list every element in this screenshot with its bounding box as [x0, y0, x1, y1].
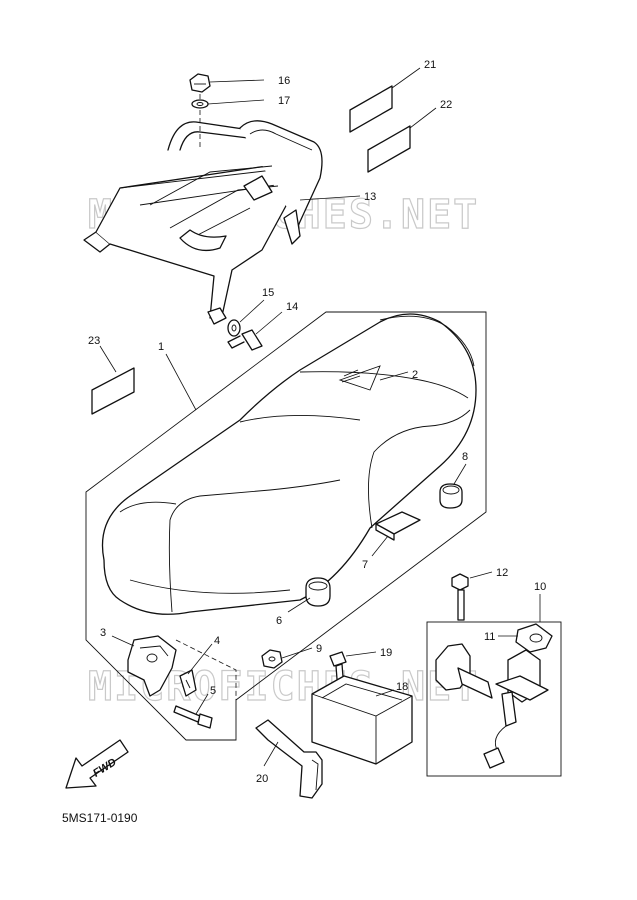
- callout-21: 21: [424, 59, 436, 71]
- pin-5: [173, 705, 213, 729]
- callout-4: 4: [214, 635, 220, 647]
- bracket-20: [255, 719, 323, 799]
- callout-7: 7: [362, 559, 368, 571]
- callout-2: 2: [412, 369, 418, 381]
- leader-lines: [99, 67, 541, 767]
- callout-10: 10: [534, 581, 546, 593]
- callout-18: 18: [396, 681, 408, 693]
- label-23: [91, 367, 135, 415]
- callout-23: 23: [88, 335, 100, 347]
- bracket-3: [127, 635, 177, 697]
- nut-16: [189, 73, 211, 93]
- callout-14: 14: [286, 301, 298, 313]
- bolt-14: [227, 329, 263, 351]
- washer-17: [191, 99, 209, 109]
- seat-lock-10: [435, 643, 549, 769]
- bracket-sub-frame: [175, 639, 237, 700]
- callout-3: 3: [100, 627, 106, 639]
- lock-cylinder-11: [515, 623, 553, 653]
- diagram-code: 5MS171-0190: [62, 811, 138, 825]
- callout-20: 20: [256, 773, 268, 785]
- callout-15: 15: [262, 287, 274, 299]
- callout-11: 11: [484, 631, 495, 643]
- label-21: [349, 85, 393, 133]
- callout-5: 5: [210, 685, 216, 697]
- lock-group-frame: [426, 621, 562, 777]
- nut-9: [261, 649, 283, 669]
- callout-8: 8: [462, 451, 468, 463]
- callout-17: 17: [278, 95, 290, 107]
- callout-22: 22: [440, 99, 452, 111]
- callout-9: 9: [316, 643, 322, 655]
- callout-numbers: 16 17 21 22 13 15 14 23 1 2 8 7 6 3 4 5 …: [88, 59, 546, 785]
- callout-13: 13: [364, 191, 376, 203]
- damper-6: [305, 577, 331, 607]
- damper-8: [439, 483, 463, 509]
- case-18: [311, 675, 413, 765]
- callout-16: 16: [278, 75, 290, 87]
- washer-15: [227, 319, 241, 337]
- band-7: [375, 511, 421, 541]
- label-22: [367, 125, 411, 173]
- callout-12: 12: [496, 567, 508, 579]
- seat-1: [101, 313, 477, 615]
- bolt-12: [451, 573, 469, 621]
- callout-6: 6: [276, 615, 282, 627]
- callout-19: 19: [380, 647, 392, 659]
- fwd-arrow: FWD: [65, 739, 129, 789]
- callout-1: 1: [158, 341, 164, 353]
- clip-4: [179, 669, 197, 697]
- rear-carrier: [83, 120, 323, 325]
